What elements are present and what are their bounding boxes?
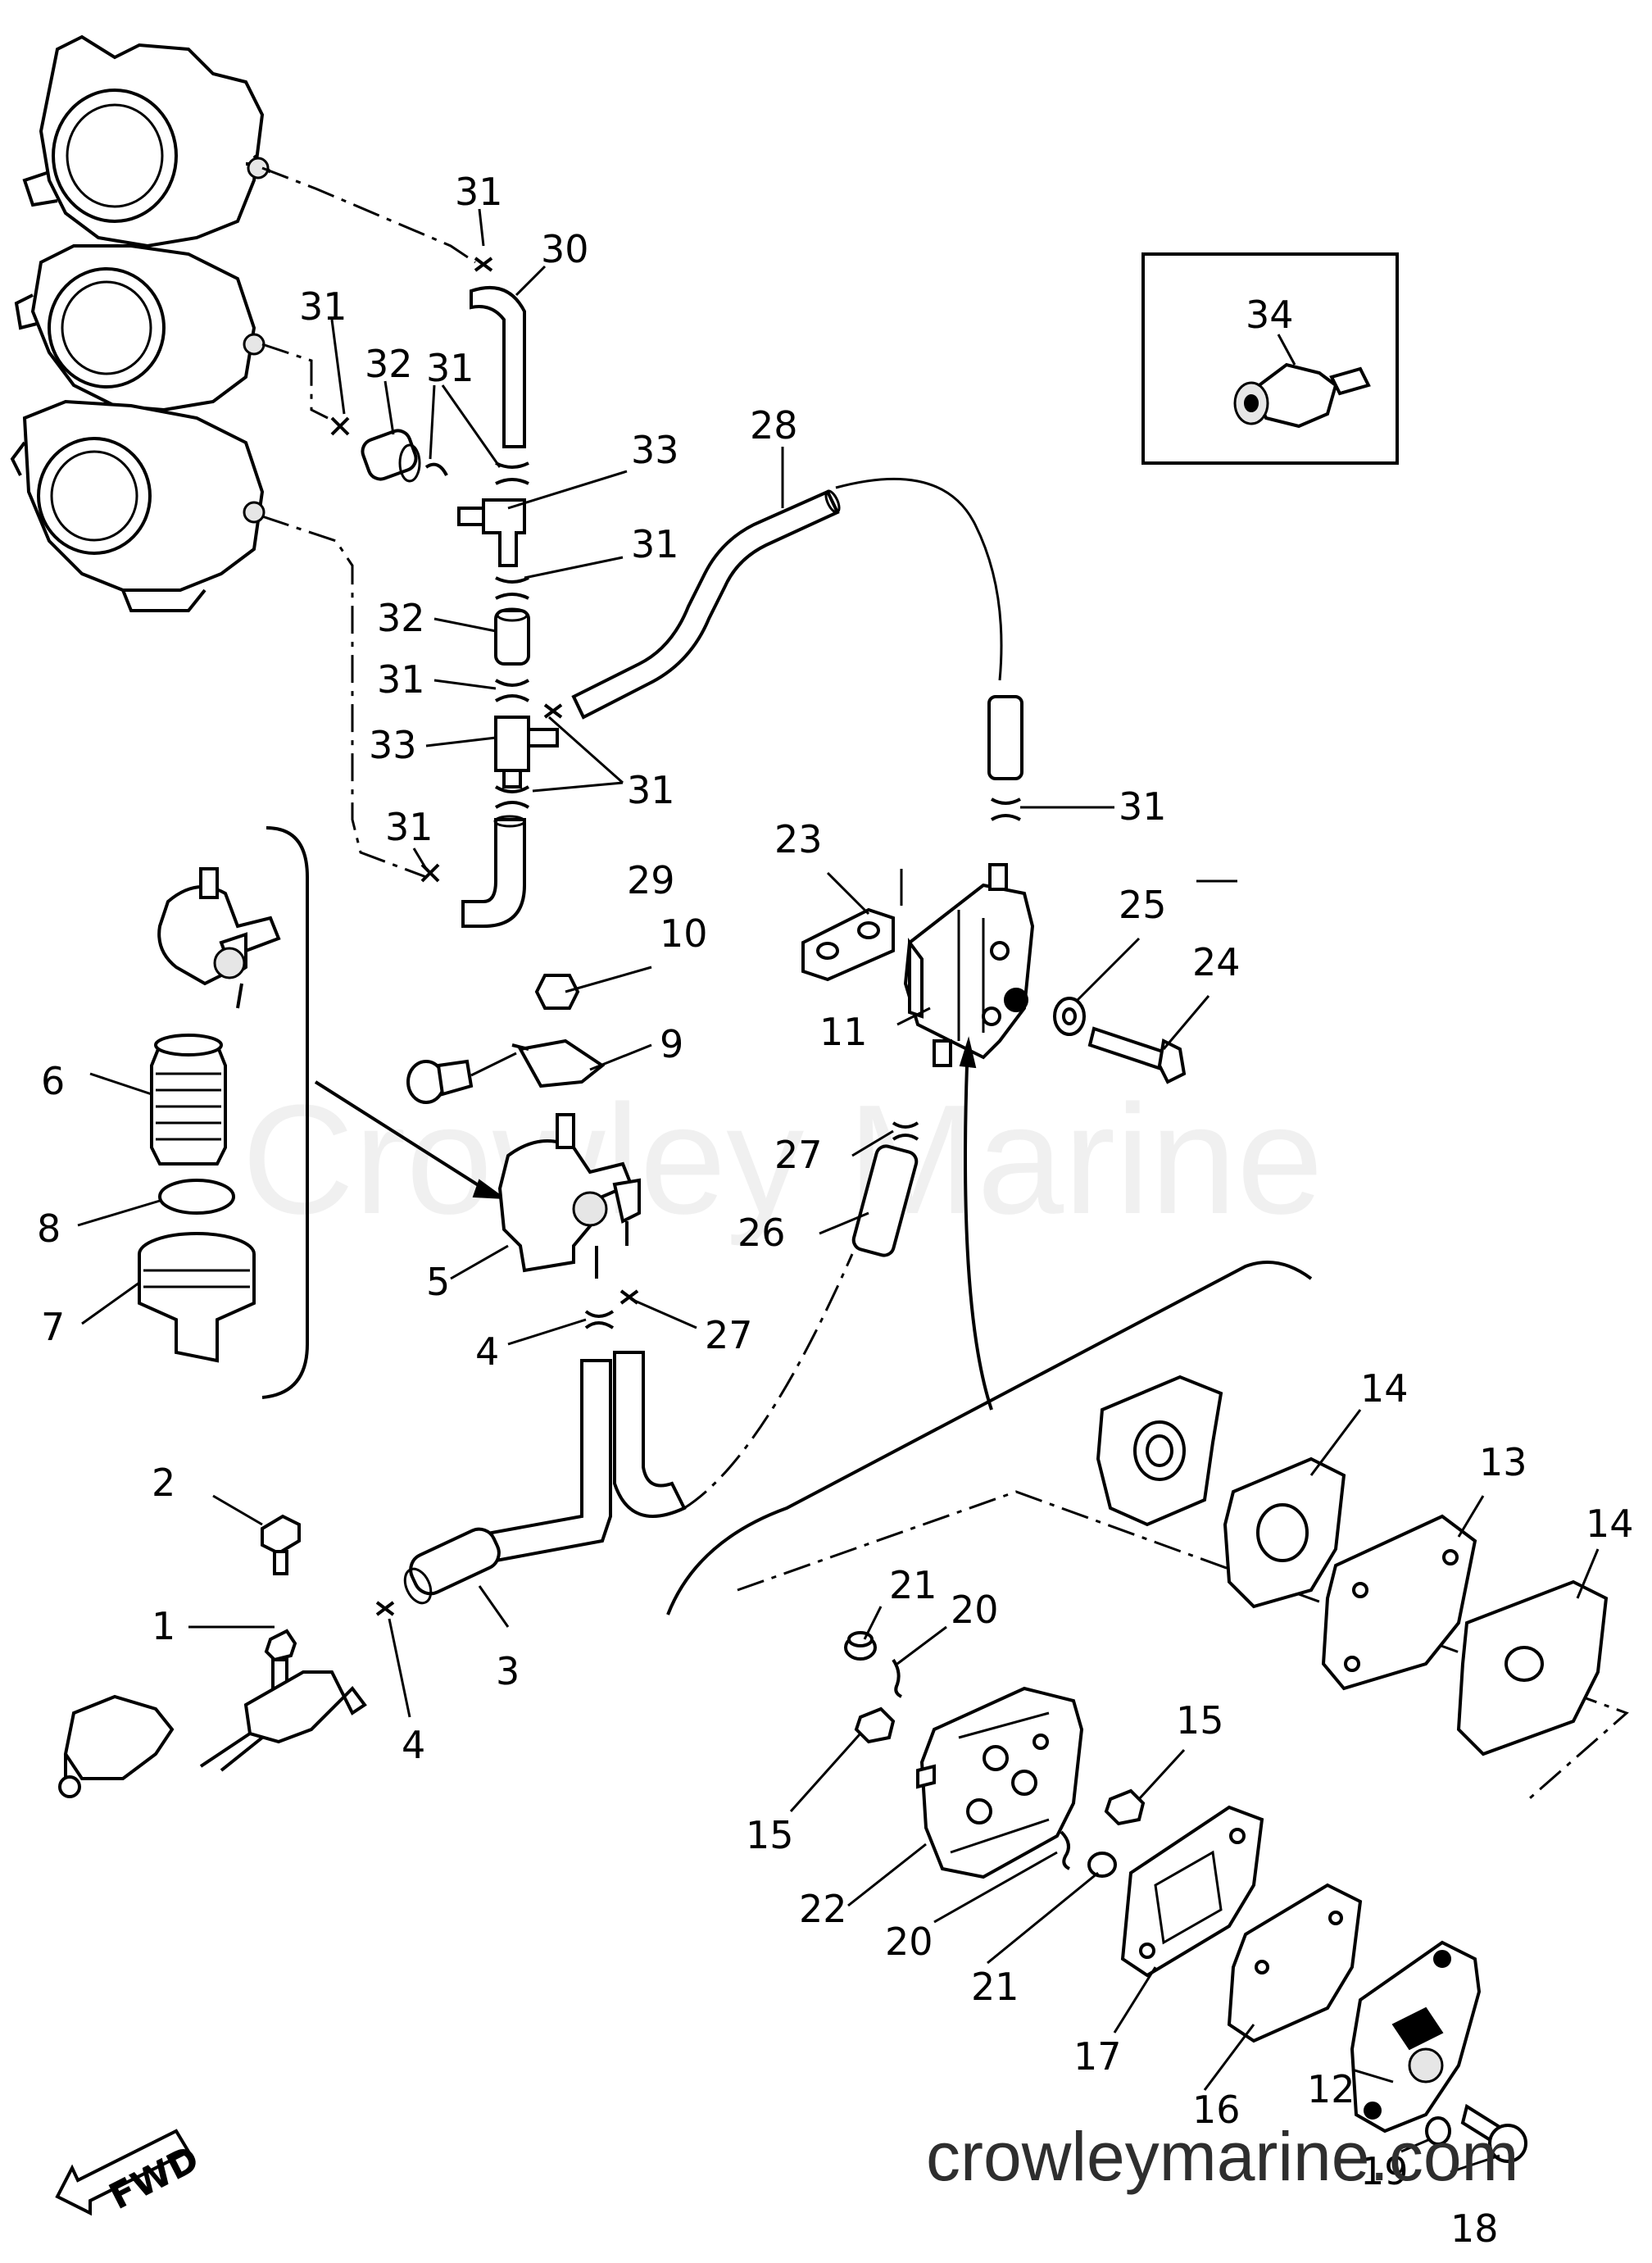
callout-labels: 31 30 31 32 31 33 31 32 31 33 31 31 29 2… (37, 170, 1634, 2251)
callout-24: 24 (1192, 940, 1241, 984)
fuel-filter-exploded (138, 826, 309, 1399)
callout-32: 32 (365, 342, 413, 386)
callout-22: 22 (799, 1887, 847, 1931)
callout-31: 31 (1119, 784, 1167, 829)
callout-4: 4 (475, 1329, 499, 1374)
callout-20: 20 (885, 1920, 933, 1964)
pointer-arrow (314, 1080, 485, 1190)
callout-31: 31 (377, 657, 425, 702)
fuel-filter (406, 974, 641, 1279)
callout-7: 7 (41, 1305, 65, 1349)
callout-31: 31 (455, 170, 503, 214)
callout-26: 26 (738, 1211, 786, 1255)
route-line (261, 515, 427, 879)
callout-5: 5 (426, 1260, 450, 1304)
callout-16: 16 (1192, 2088, 1241, 2132)
callout-30: 30 (541, 227, 589, 271)
callout-18: 18 (1450, 2206, 1499, 2251)
callout-17: 17 (1073, 2034, 1122, 2079)
callout-4: 4 (402, 1723, 425, 1767)
hose (490, 1359, 612, 1564)
callout-3: 3 (496, 1649, 520, 1693)
callout-31: 31 (631, 522, 679, 566)
callout-31: 31 (299, 284, 347, 329)
callout-28: 28 (750, 403, 798, 448)
fuel-joint (58, 1514, 395, 1798)
route-line (261, 166, 476, 264)
callout-12: 12 (1307, 2067, 1355, 2111)
hose (987, 695, 1023, 780)
fitting-34 (1233, 362, 1371, 429)
callout-11: 11 (819, 1010, 868, 1054)
route-line (835, 477, 1003, 681)
callout-21: 21 (889, 1563, 937, 1607)
route-line (261, 343, 329, 420)
exploded-bracket (666, 1261, 1313, 1615)
exploded-outline (737, 1490, 1629, 1805)
callout-19: 19 (1360, 2149, 1409, 2193)
watermark-url: crowleymarine.com (926, 2118, 1519, 2195)
callout-34: 34 (1246, 293, 1294, 337)
hose (613, 1351, 687, 1518)
hose-stack (330, 257, 841, 928)
callout-27: 27 (774, 1133, 823, 1177)
callout-15: 15 (1176, 1698, 1224, 1743)
clip (990, 798, 1021, 821)
hose-piece (851, 1144, 919, 1257)
callout-29: 29 (627, 858, 675, 902)
route-line (683, 1253, 854, 1510)
callout-15: 15 (746, 1813, 794, 1857)
arrow-head (472, 1179, 507, 1200)
hose-piece (409, 1527, 501, 1596)
callout-32: 32 (377, 596, 425, 640)
leader-lines (77, 208, 1600, 2174)
callout-31: 31 (426, 346, 474, 390)
callout-33: 33 (631, 428, 679, 472)
callout-6: 6 (41, 1059, 65, 1103)
callout-1: 1 (152, 1604, 175, 1648)
callout-25: 25 (1119, 883, 1167, 927)
callout-14: 14 (1586, 1502, 1634, 1546)
callout-9: 9 (660, 1022, 683, 1066)
fuel-pump (801, 863, 1187, 1084)
callout-13: 13 (1479, 1440, 1527, 1484)
callout-31: 31 (385, 805, 433, 849)
callout-10: 10 (660, 911, 708, 956)
arrow-head (959, 1036, 977, 1069)
callout-27: 27 (705, 1313, 753, 1357)
callout-8: 8 (37, 1206, 61, 1251)
callout-20: 20 (951, 1588, 999, 1632)
callout-23: 23 (774, 817, 823, 861)
detail-box (1141, 252, 1399, 465)
callout-33: 33 (369, 723, 417, 767)
callout-2: 2 (152, 1461, 175, 1505)
callout-14: 14 (1360, 1366, 1409, 1411)
forward-direction-marker: FWD (55, 2129, 206, 2218)
pump-exploded-parts (844, 1375, 1609, 2163)
callout-21: 21 (971, 1965, 1019, 2009)
clip (892, 1121, 919, 1141)
pointer-arrow (964, 1065, 993, 1411)
callout-31: 31 (627, 768, 675, 812)
carburetor-assembly (10, 34, 272, 612)
clip (584, 1310, 615, 1329)
